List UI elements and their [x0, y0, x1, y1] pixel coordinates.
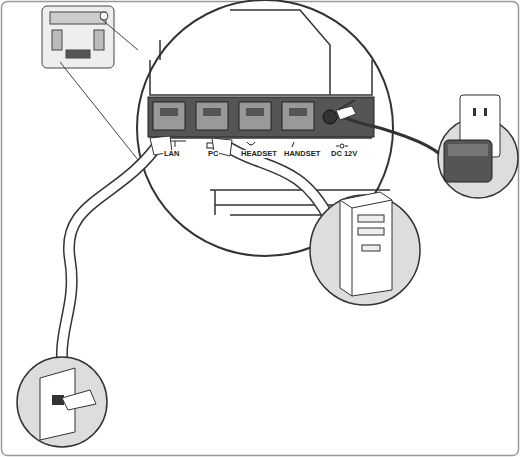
port-label: DC 12V: [330, 150, 358, 158]
port-label: LAN: [163, 150, 180, 158]
port-slots: [160, 108, 307, 116]
wall-jack-circle: [17, 357, 107, 447]
computer-tower: [340, 192, 392, 296]
dc-plug: [336, 106, 356, 120]
port-icons: [164, 141, 348, 148]
rj-ports: [153, 102, 314, 130]
port-panel: [148, 97, 374, 137]
dc-jack: [323, 110, 337, 124]
power-cord: [336, 115, 450, 165]
port-label: HEADSET: [240, 150, 278, 158]
arrow: [338, 100, 355, 110]
pc-cable: [225, 145, 330, 220]
port-label: HANDSET: [283, 150, 321, 158]
port-label: PC: [207, 150, 219, 158]
wall-plug: [62, 390, 96, 410]
phone-base-thumbnail: [42, 6, 114, 68]
power-adapter: [444, 140, 492, 182]
